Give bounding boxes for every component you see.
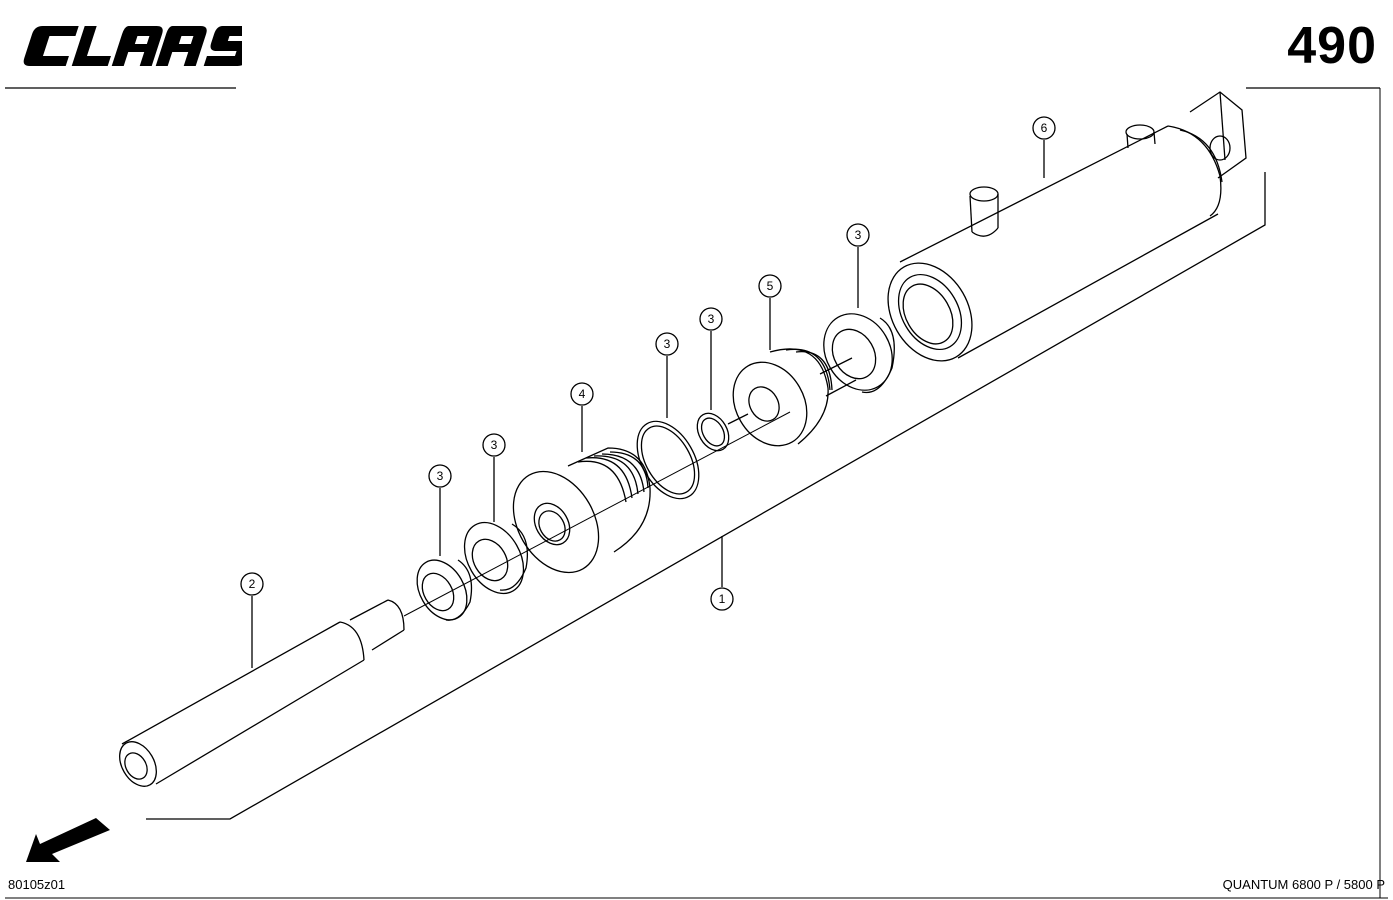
assembly-bracket	[146, 172, 1266, 820]
callout-4-circle	[570, 382, 594, 406]
axis-line-b	[727, 413, 749, 425]
callout-5-label: 5	[767, 279, 774, 293]
callout-1-circle	[710, 587, 734, 611]
callout-3c-circle	[655, 332, 679, 356]
callout-3e-circle	[428, 464, 452, 488]
piston-rod	[119, 411, 791, 787]
callout-6-label: 6	[1041, 121, 1048, 135]
callout-3d-label: 3	[491, 438, 498, 452]
callout-3b-label: 3	[708, 312, 715, 326]
seal-ring-3e	[416, 559, 473, 621]
arrow-down-left-icon	[26, 818, 110, 862]
page-number: 490	[1287, 17, 1377, 75]
callout-3c-label: 3	[664, 337, 671, 351]
callout-3d-circle	[482, 433, 506, 457]
claas-logo	[23, 26, 242, 66]
callout-3a-label: 3	[855, 228, 862, 242]
callout-2-circle	[240, 572, 264, 596]
callout-3a-circle	[846, 223, 870, 247]
model-label: QUANTUM 6800 P / 5800 P	[1222, 877, 1385, 892]
gland	[512, 447, 651, 574]
callout-1-label: 1	[719, 592, 726, 606]
callout-3e-label: 3	[437, 469, 444, 483]
callout-3b-circle	[699, 307, 723, 331]
reference-code: 80105z01	[8, 877, 66, 892]
callout-5-circle	[758, 274, 782, 298]
seal-ring-3a	[823, 313, 895, 394]
oring-3b	[696, 412, 730, 452]
callout-6-circle	[1032, 116, 1056, 140]
seal-ring-3d	[463, 521, 529, 595]
callout-2-label: 2	[249, 577, 256, 591]
cylinder-tube	[887, 91, 1247, 362]
piston	[732, 348, 857, 447]
callout-4-label: 4	[579, 387, 586, 401]
